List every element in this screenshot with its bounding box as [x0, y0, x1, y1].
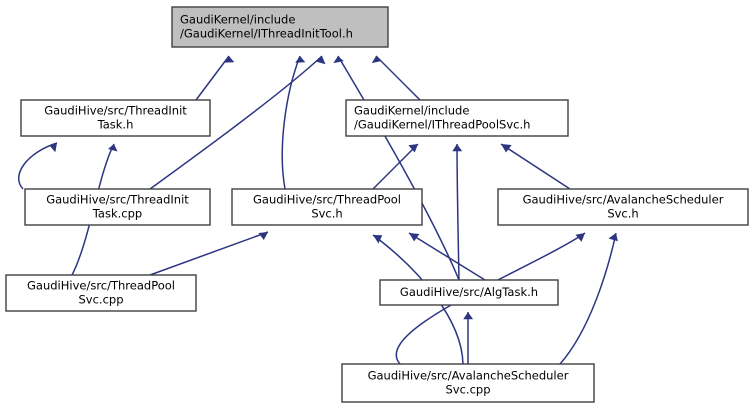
arrow-head-icon	[575, 233, 585, 242]
edge-line	[149, 55, 323, 190]
node-label-line: GaudiHive/src/AlgTask.h	[400, 285, 538, 299]
node-label-line: /GaudiKernel/IThreadPoolSvc.h	[354, 118, 530, 132]
node-label-line: Svc.h	[311, 207, 342, 221]
nodes-layer: GaudiKernel/include/GaudiKernel/IThreadI…	[5, 6, 749, 403]
node-box[interactable]	[5, 274, 197, 312]
node-box[interactable]	[24, 188, 211, 226]
node-threadpoolsvc_h[interactable]: GaudiHive/src/ThreadPoolSvc.h	[231, 188, 423, 226]
arrow-head-icon	[315, 56, 326, 65]
edge-algtask_h-to-threadpoolsvc_h	[408, 232, 486, 281]
arrow-head-icon	[108, 144, 118, 152]
edge-line	[375, 55, 421, 101]
arrow-head-icon	[608, 233, 618, 242]
node-label-line: GaudiHive/src/ThreadPool	[253, 193, 401, 207]
node-box[interactable]	[171, 6, 389, 48]
node-label-line: Task.h	[97, 118, 134, 132]
node-box[interactable]	[341, 363, 595, 403]
edge-threadinittask_cpp-to-threadinittask_h	[17, 142, 58, 190]
node-label-line: Svc.h	[607, 207, 638, 221]
edge-avalancheschedulersvc_h-to-ithreadpoolsvc_h	[500, 143, 571, 190]
arrow-head-icon	[224, 56, 235, 63]
arrow-head-icon	[371, 56, 382, 64]
node-label-line: Task.cpp	[92, 207, 142, 221]
edge-line	[500, 143, 571, 190]
arrow-head-icon	[333, 56, 344, 64]
edge-line	[456, 143, 460, 281]
edge-avalancheschedulersvc_cpp-to-algtask_h	[463, 312, 474, 364]
edge-line	[337, 55, 460, 281]
edge-algtask_h-to-root	[333, 55, 460, 281]
arrow-head-icon	[258, 232, 268, 240]
node-label-line: GaudiKernel/include	[354, 104, 469, 118]
edge-algtask_h-to-ithreadpoolsvc_h	[452, 143, 463, 281]
node-box[interactable]	[345, 99, 569, 137]
node-label-line: GaudiHive/src/AvalancheScheduler	[523, 193, 724, 207]
arrow-head-icon	[408, 144, 418, 153]
node-box[interactable]	[379, 279, 559, 306]
arrow-head-icon	[409, 233, 420, 242]
node-label-line: GaudiHive/src/ThreadPool	[27, 279, 175, 293]
arrow-head-icon	[501, 144, 512, 153]
node-label-line: /GaudiKernel/IThreadInitTool.h	[180, 27, 353, 41]
arrow-head-icon	[373, 235, 383, 244]
node-label-line: GaudiKernel/include	[180, 13, 295, 27]
edge-threadpoolsvc_cpp-to-threadpoolsvc_h	[149, 231, 269, 276]
node-label-line: Svc.cpp	[445, 383, 490, 397]
arrow-head-icon	[295, 56, 306, 63]
node-label-line: GaudiHive/src/ThreadInit	[46, 193, 189, 207]
edge-threadpoolsvc_h-to-ithreadpoolsvc_h	[372, 143, 419, 190]
edge-line	[372, 143, 419, 190]
node-threadpoolsvc_cpp[interactable]: GaudiHive/src/ThreadPoolSvc.cpp	[5, 274, 197, 312]
edge-threadpoolsvc_h-to-root	[281, 55, 306, 190]
node-label-line: GaudiHive/src/ThreadInit	[44, 104, 187, 118]
node-algtask_h[interactable]: GaudiHive/src/AlgTask.h	[379, 279, 559, 306]
edge-avalancheschedulersvc_cpp-to-avalancheschedulersvc_h	[559, 232, 618, 365]
node-box[interactable]	[231, 188, 423, 226]
edge-threadinittask_h-to-root	[195, 55, 235, 101]
arrow-head-icon	[49, 143, 57, 153]
edge-line	[281, 55, 301, 190]
node-label-line: GaudiHive/src/AvalancheScheduler	[368, 369, 569, 383]
edge-line	[195, 55, 230, 101]
edge-line	[408, 232, 486, 281]
edge-line	[559, 232, 617, 365]
arrow-head-icon	[463, 312, 474, 320]
edge-threadinittask_cpp-to-root	[149, 55, 326, 190]
arrow-head-icon	[452, 144, 463, 152]
edge-line	[149, 231, 269, 276]
node-box[interactable]	[20, 99, 211, 137]
edge-ithreadpoolsvc_h-to-root	[371, 55, 421, 101]
node-label-line: Svc.cpp	[78, 293, 123, 307]
edge-line	[17, 142, 58, 190]
node-root[interactable]: GaudiKernel/include/GaudiKernel/IThreadI…	[171, 6, 389, 48]
node-ithreadpoolsvc_h[interactable]: GaudiKernel/include/GaudiKernel/IThreadP…	[345, 99, 569, 137]
node-box[interactable]	[497, 188, 749, 226]
